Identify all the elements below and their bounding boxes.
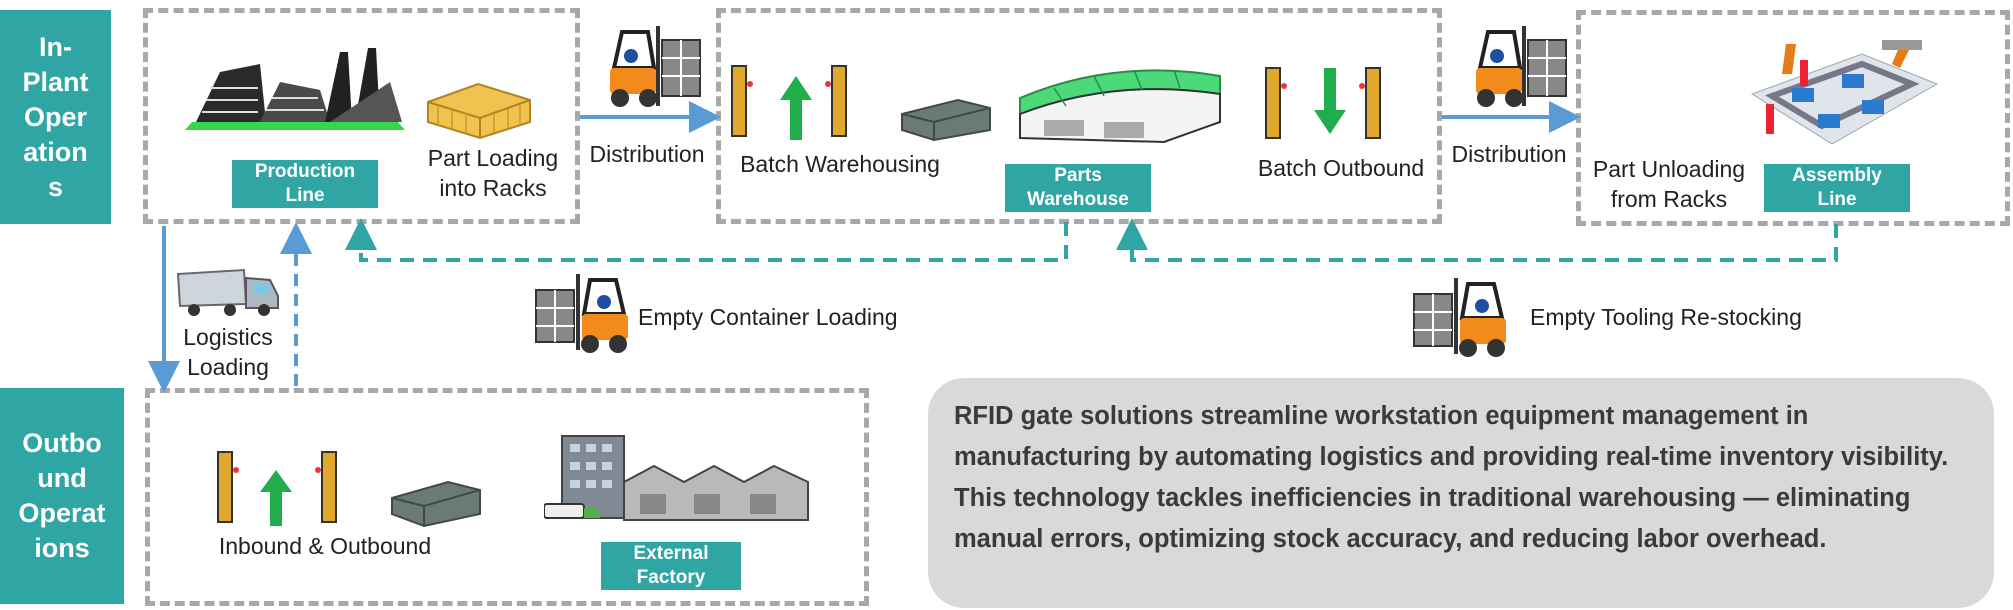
factory-icon bbox=[185, 48, 405, 130]
rfid-gate-out-icon bbox=[1265, 67, 1381, 139]
external-factory-box bbox=[145, 388, 869, 606]
pallet-stack-icon-2 bbox=[391, 480, 481, 528]
empty-tooling-return bbox=[1116, 218, 1838, 262]
distribution-label-1: Distribution bbox=[589, 141, 705, 167]
forklift-icon-3 bbox=[535, 274, 628, 353]
outbound-operations-label: Outbo und Operat ions bbox=[0, 388, 124, 604]
external-factory-tag: External Factory bbox=[601, 542, 741, 590]
empty-container-loading-label: Empty Container Loading bbox=[638, 304, 898, 330]
truck-icon bbox=[176, 268, 279, 316]
inbound-outbound-label: Inbound & Outbound bbox=[218, 533, 432, 559]
distribution-label-2: Distribution bbox=[1451, 141, 1567, 167]
summary-panel: RFID gate solutions streamline workstati… bbox=[928, 378, 1994, 608]
logistics-loading-label: Logistics Loading bbox=[183, 324, 273, 380]
forklift-icon-4 bbox=[1413, 278, 1506, 357]
empty-container-return bbox=[345, 218, 1068, 262]
assembly-line-tag: Assembly Line bbox=[1764, 164, 1910, 212]
part-unloading-label: Part Unloading from Racks bbox=[1592, 156, 1746, 212]
parts-warehouse-tag: Parts Warehouse bbox=[1005, 164, 1151, 212]
warehouse-icon bbox=[1019, 69, 1221, 144]
empty-tooling-restocking-label: Empty Tooling Re-stocking bbox=[1530, 304, 1802, 330]
batch-warehousing-label: Batch Warehousing bbox=[740, 151, 940, 177]
crates-icon bbox=[427, 82, 531, 140]
pallet-stack-icon bbox=[901, 98, 991, 142]
forklift-icon-2 bbox=[1476, 26, 1567, 107]
forklift-icon bbox=[610, 26, 701, 107]
summary-text: RFID gate solutions streamline workstati… bbox=[954, 402, 1949, 553]
part-loading-label: Part Loading into Racks bbox=[427, 145, 559, 201]
production-line-tag: Production Line bbox=[232, 160, 378, 208]
batch-outbound-label: Batch Outbound bbox=[1257, 155, 1425, 181]
rfid-gate-in-icon bbox=[731, 65, 847, 140]
assembly-line-icon bbox=[1750, 40, 1939, 145]
rfid-gate-icon bbox=[217, 451, 337, 526]
in-plant-operations-label: In- Plant Oper ation s bbox=[0, 10, 111, 224]
external-factory-icon bbox=[544, 435, 809, 521]
